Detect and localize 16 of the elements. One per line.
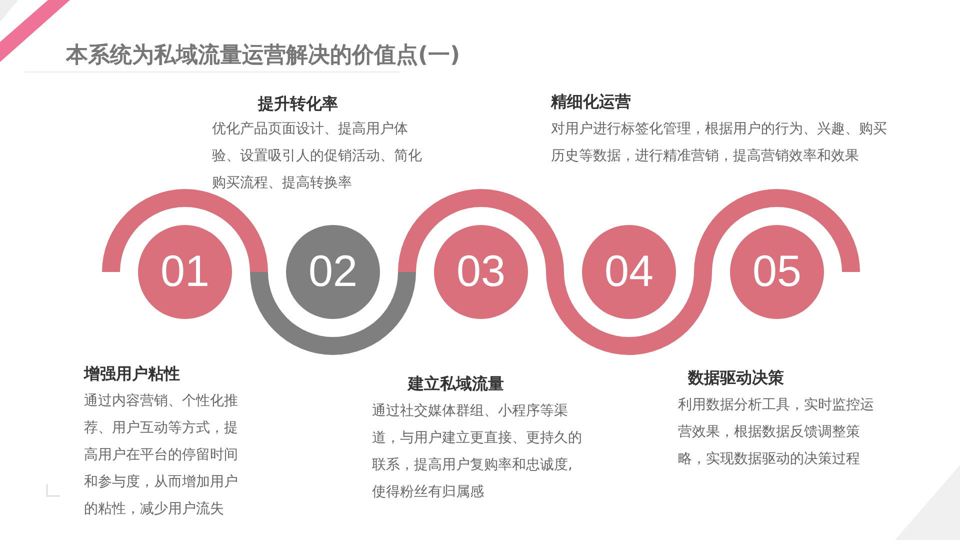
step-heading: 增强用户粘性: [84, 364, 180, 385]
step-description: 利用数据分析工具，实时监控运营效果，根据数据反馈调整策略，实现数据驱动的决策过程: [678, 396, 875, 469]
slide-title: 本系统为私域流量运营解决的价值点(一): [66, 42, 460, 70]
step-number: 04: [604, 247, 654, 297]
step-description: 对用户进行标签化管理，根据用户的行为、兴趣、购买历史等数据，进行精准营销，提高营销效率和效果: [551, 120, 888, 166]
step-heading: 建立私域流量: [408, 374, 504, 395]
step-description: 优化产品页面设计、提高用户体验、设置吸引人的促销活动、简化购买流程、提高转换率: [212, 120, 423, 193]
step-number: 02: [308, 247, 358, 297]
step-description: 通过社交媒体群组、小程序等渠道，与用户建立更直接、更持久的联系，提高用户复购率和忠诚度,使得粉丝有归属感: [372, 402, 583, 502]
step-number: 01: [160, 247, 210, 297]
step-number: 05: [752, 247, 802, 297]
step-number: 03: [456, 247, 506, 297]
step-heading: 精细化运营: [551, 92, 631, 113]
step-heading: 提升转化率: [258, 94, 338, 115]
step-heading: 数据驱动决策: [688, 368, 784, 389]
step-description: 通过内容营销、个性化推荐、用户互动等方式，提高用户在平台的停留时间和参与度，从而增加用户的粘性，减少用户流失: [84, 392, 239, 519]
